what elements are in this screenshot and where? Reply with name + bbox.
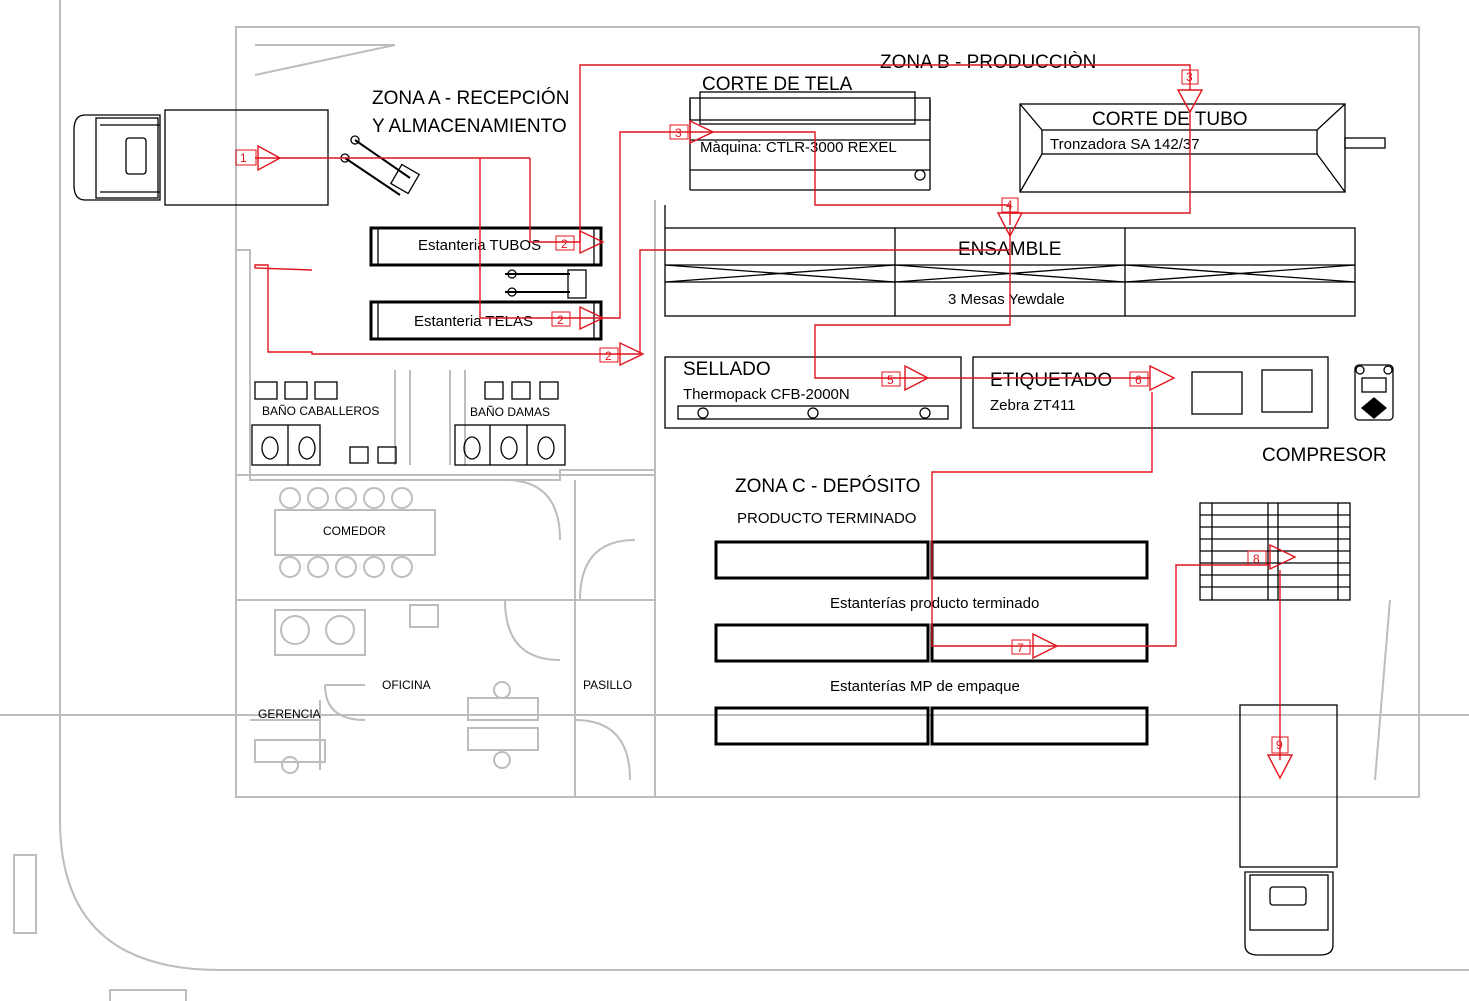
flow-step-2a: 2 (561, 237, 568, 251)
room-gerencia: GERENCIA (258, 707, 321, 721)
ensamble-tables-label: 3 Mesas Yewdale (948, 291, 1065, 308)
fabric-cutter-machine: Màquina: CTLR-3000 REXEL (689, 91, 931, 191)
flow-step-1: 1 (240, 151, 247, 165)
zona-a-title: ZONA A - RECEPCIÓN (372, 87, 569, 109)
pallet-jack-icon (340, 135, 421, 196)
zona-b-title: ZONA B - PRODUCCIÒN (880, 51, 1096, 73)
tube-cutter-model: Tronzadora SA 142/37 (1050, 136, 1200, 153)
packaging-racks-label: Estanterías MP de empaque (830, 678, 1020, 695)
room-pasillo: PASILLO (583, 678, 632, 692)
labeling-station: ETIQUETADO Zebra ZT411 (972, 356, 1329, 429)
compresor-label: COMPRESOR (1262, 445, 1387, 466)
room-bano-caballeros: BAÑO CABALLEROS (262, 404, 379, 418)
process-flow (235, 64, 1297, 780)
zona-c-title: ZONA C - DEPÓSITO (735, 475, 920, 497)
etiquetado-model: Zebra ZT411 (990, 397, 1076, 414)
sellado-title: SELLADO (683, 359, 771, 380)
flow-step-6: 6 (1135, 373, 1142, 387)
flow-step-4: 4 (1006, 198, 1013, 212)
finished-goods-racks: Estanterías producto terminado Estanterí… (714, 540, 1149, 746)
room-comedor: COMEDOR (323, 524, 386, 538)
pallet-jack-2-icon (505, 269, 587, 299)
etiquetado-title: ETIQUETADO (990, 370, 1112, 391)
flow-step-7: 7 (1017, 641, 1024, 655)
zona-c-subtitle: PRODUCTO TERMINADO (737, 510, 916, 527)
sealing-machine: SELLADO Thermopack CFB-2000N (664, 356, 962, 429)
fabric-cutter-model: Màquina: CTLR-3000 REXEL (700, 139, 897, 156)
room-bano-damas: BAÑO DAMAS (470, 405, 550, 419)
room-oficina: OFICINA (382, 678, 431, 692)
flow-step-3: 3 (675, 126, 682, 140)
tube-cutter-machine: CORTE DE TUBO Tronzadora SA 142/37 (1019, 103, 1386, 193)
flow-step-2c: 2 (605, 349, 612, 363)
compressor-icon (1354, 364, 1394, 421)
corte-tubo-title: CORTE DE TUBO (1092, 109, 1248, 130)
flow-step-8: 8 (1253, 552, 1260, 566)
rack-telas: Estanteria TELAS (369, 300, 603, 341)
rack-telas-label: Estanteria TELAS (414, 313, 533, 330)
zona-a-subtitle: Y ALMACENAMIENTO (372, 116, 567, 137)
flow-step-9: 9 (1276, 738, 1283, 752)
corte-tela-title: CORTE DE TELA (702, 74, 853, 95)
truck-dispatch-icon (1239, 704, 1338, 956)
flow-step-5: 5 (887, 373, 894, 387)
flow-step-2b: 2 (557, 313, 564, 327)
flow-step-3b: 3 (1186, 70, 1193, 84)
bathroom-fixtures (251, 381, 566, 466)
finished-racks-label: Estanterías producto terminado (830, 595, 1039, 612)
pallet-grid (1199, 502, 1351, 601)
sellado-model: Thermopack CFB-2000N (683, 386, 850, 403)
